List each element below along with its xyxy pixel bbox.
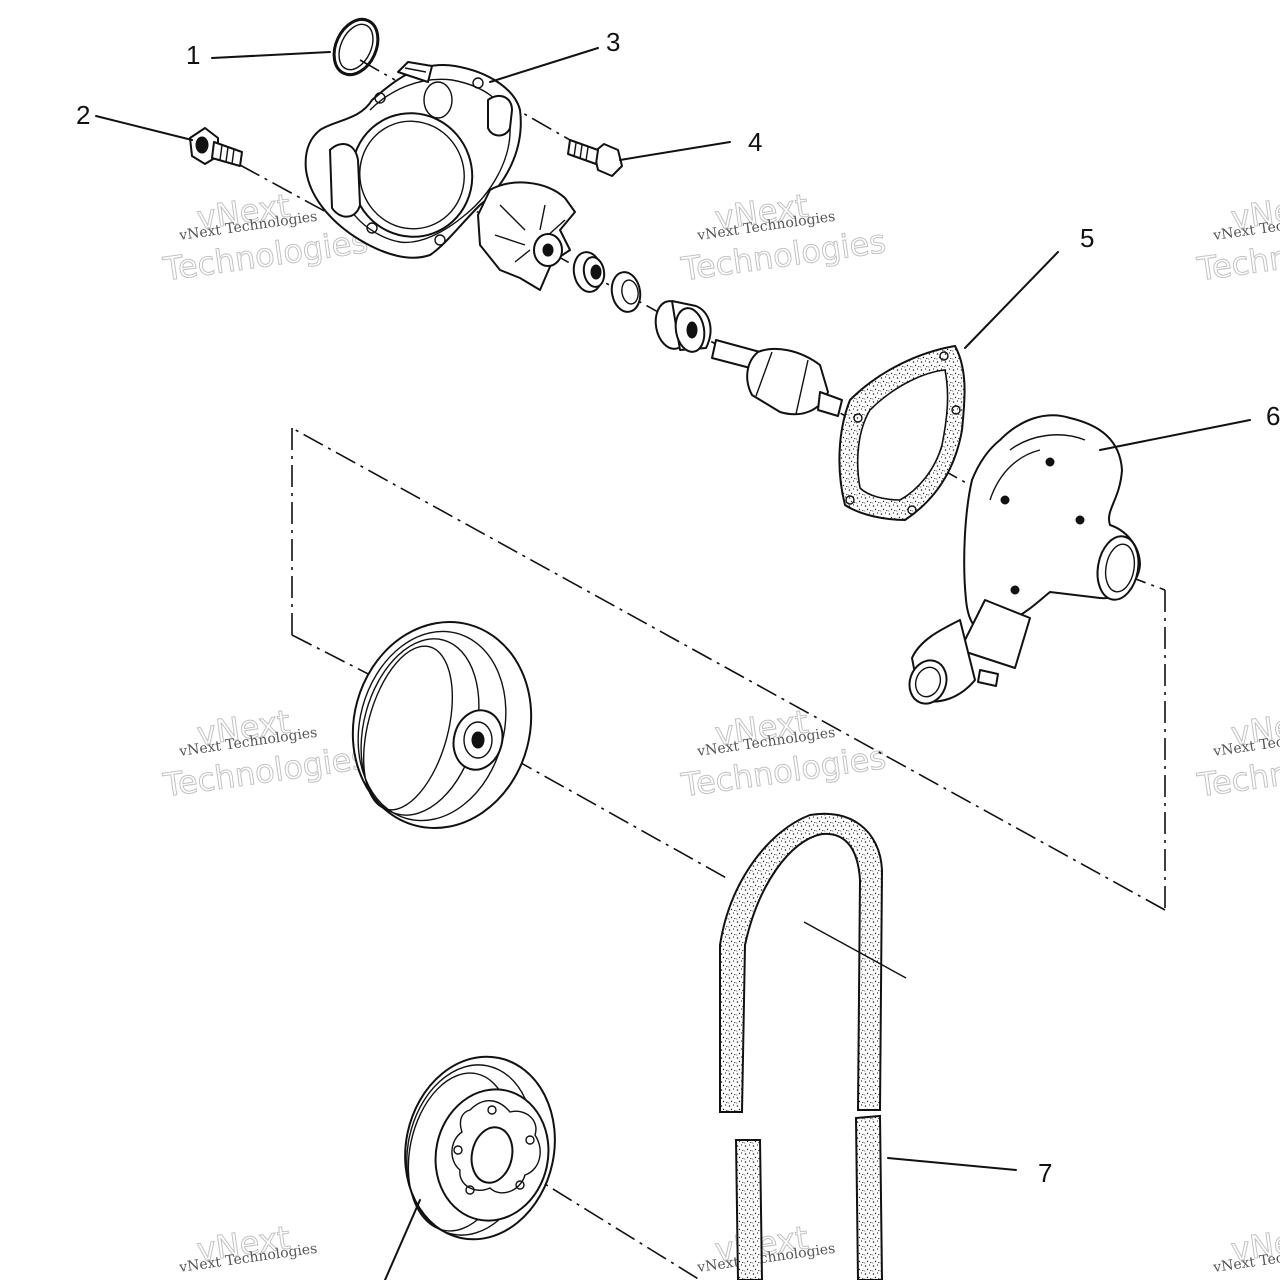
watermark: vNext vNext Technologies Technologies [678, 702, 889, 805]
pump-housing [908, 414, 1141, 705]
leader-line-4 [619, 141, 731, 161]
callout-5: 5 [1080, 223, 1094, 253]
watermark: vNext vNext Technologies Technologies [678, 186, 889, 289]
watermark: vNext vNext Technologies [177, 1218, 318, 1276]
seal-ring [610, 271, 642, 313]
leader-line-6 [1099, 419, 1251, 451]
leader-line-2 [95, 115, 193, 141]
leader-line-3 [489, 47, 599, 83]
bearing [654, 300, 712, 353]
callout-4: 4 [748, 127, 762, 157]
centerline [291, 634, 381, 681]
leader-line-1 [211, 51, 331, 59]
callout-labels: 1 2 3 4 5 6 7 [76, 27, 1280, 1188]
watermark: vNext vNext Technologies Technologies [1194, 702, 1280, 805]
pump-shaft [711, 339, 843, 417]
fitting [189, 127, 243, 167]
callout-2: 2 [76, 100, 90, 130]
mechanical-seal [572, 251, 606, 293]
bolt [567, 139, 623, 177]
callout-3: 3 [606, 27, 620, 57]
o-ring [332, 17, 380, 77]
drive-belt [719, 812, 907, 1280]
callout-7: 7 [1038, 1158, 1052, 1188]
callout-1: 1 [186, 40, 200, 70]
leader-line-8 [384, 1199, 421, 1280]
impeller [477, 181, 576, 291]
watermark: vNext vNext Technologies [695, 1218, 836, 1276]
gasket [838, 344, 966, 522]
leader-lines [95, 47, 1251, 1280]
leader-line-5 [964, 251, 1059, 349]
watermark: vNext vNext Technologies Technologies [1194, 186, 1280, 289]
watermark: vNext vNext Technologies [1211, 1218, 1280, 1276]
leader-line-7 [887, 1157, 1017, 1171]
watermark: vNext vNext Technologies Technologies [160, 702, 371, 805]
crank-pulley [404, 1055, 556, 1241]
callout-6: 6 [1266, 401, 1280, 431]
centerline [291, 427, 1166, 911]
centerline [359, 59, 396, 81]
pump-pulley [351, 620, 533, 830]
